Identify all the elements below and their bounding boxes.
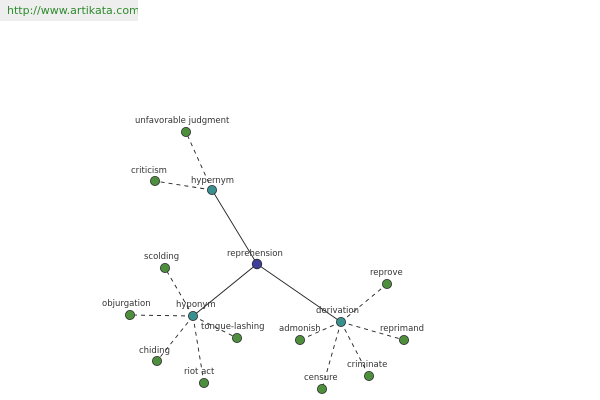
leaf-reprove-label: reprove xyxy=(370,268,403,278)
relation-hyponym-node[interactable] xyxy=(187,310,198,321)
leaf-chiding-node[interactable] xyxy=(151,355,162,366)
edge-hyponym-chiding xyxy=(156,315,194,362)
leaf-chiding-label: chiding xyxy=(139,346,170,356)
graph-edges xyxy=(129,131,405,390)
edge-derivation-criminate xyxy=(340,321,370,377)
leaf-objurgation-label: objurgation xyxy=(102,299,151,309)
leaf-unfavorable-judgment-node[interactable] xyxy=(180,127,191,138)
edge-hypernym-criticism xyxy=(154,180,213,191)
edge-derivation-reprove xyxy=(340,283,388,323)
edge-root-hypernym xyxy=(211,189,258,265)
leaf-censure-label: censure xyxy=(304,373,338,383)
leaf-tongue-lashing-label: tongue-lashing xyxy=(201,322,265,332)
edge-root-derivation xyxy=(256,263,342,323)
leaf-scolding-node[interactable] xyxy=(159,262,170,273)
edge-derivation-censure xyxy=(321,321,342,390)
leaf-criticism-node[interactable] xyxy=(149,175,160,186)
edge-hypernym-unfavorable-judgment xyxy=(185,131,213,191)
leaf-reprimand-label: reprimand xyxy=(380,324,424,334)
leaf-tongue-lashing-node[interactable] xyxy=(231,332,242,343)
leaf-criticism-label: criticism xyxy=(131,166,167,176)
relation-derivation-label: derivation xyxy=(316,306,359,316)
root-reprehension-label: reprehension xyxy=(227,249,283,259)
source-url[interactable]: http://www.artikata.com xyxy=(0,0,138,21)
leaf-objurgation-node[interactable] xyxy=(125,309,136,320)
leaf-admonish-node[interactable] xyxy=(294,334,305,345)
leaf-reprimand-node[interactable] xyxy=(398,334,409,345)
graph-labels: unfavorable judgment criticism hypernym sco… xyxy=(102,116,424,383)
leaf-criminate-label: criminate xyxy=(347,360,387,370)
relation-hypernym-node[interactable] xyxy=(206,184,217,195)
edge-hyponym-objurgation xyxy=(129,314,194,317)
leaf-criminate-node[interactable] xyxy=(363,370,374,381)
leaf-scolding-label: scolding xyxy=(144,252,179,262)
leaf-riot-act-label: riot act xyxy=(184,367,215,377)
leaf-riot-act-node[interactable] xyxy=(198,377,209,388)
graph-nodes xyxy=(125,127,409,394)
relation-hypernym-label: hypernym xyxy=(191,176,234,186)
root-reprehension-node[interactable] xyxy=(251,258,263,270)
edge-hyponym-scolding xyxy=(164,267,194,317)
edge-root-hyponym xyxy=(192,263,258,317)
leaf-admonish-label: admonish xyxy=(279,324,321,334)
leaf-reprove-node[interactable] xyxy=(381,278,392,289)
edge-hyponym-tongue-lashing xyxy=(192,315,238,339)
relation-hyponym-label: hyponym xyxy=(176,300,216,310)
edge-derivation-reprimand xyxy=(340,321,405,341)
relation-derivation-node[interactable] xyxy=(335,316,346,327)
leaf-unfavorable-judgment-label: unfavorable judgment xyxy=(135,116,230,126)
leaf-censure-node[interactable] xyxy=(316,383,327,394)
edge-hyponym-riot-act xyxy=(192,315,205,384)
